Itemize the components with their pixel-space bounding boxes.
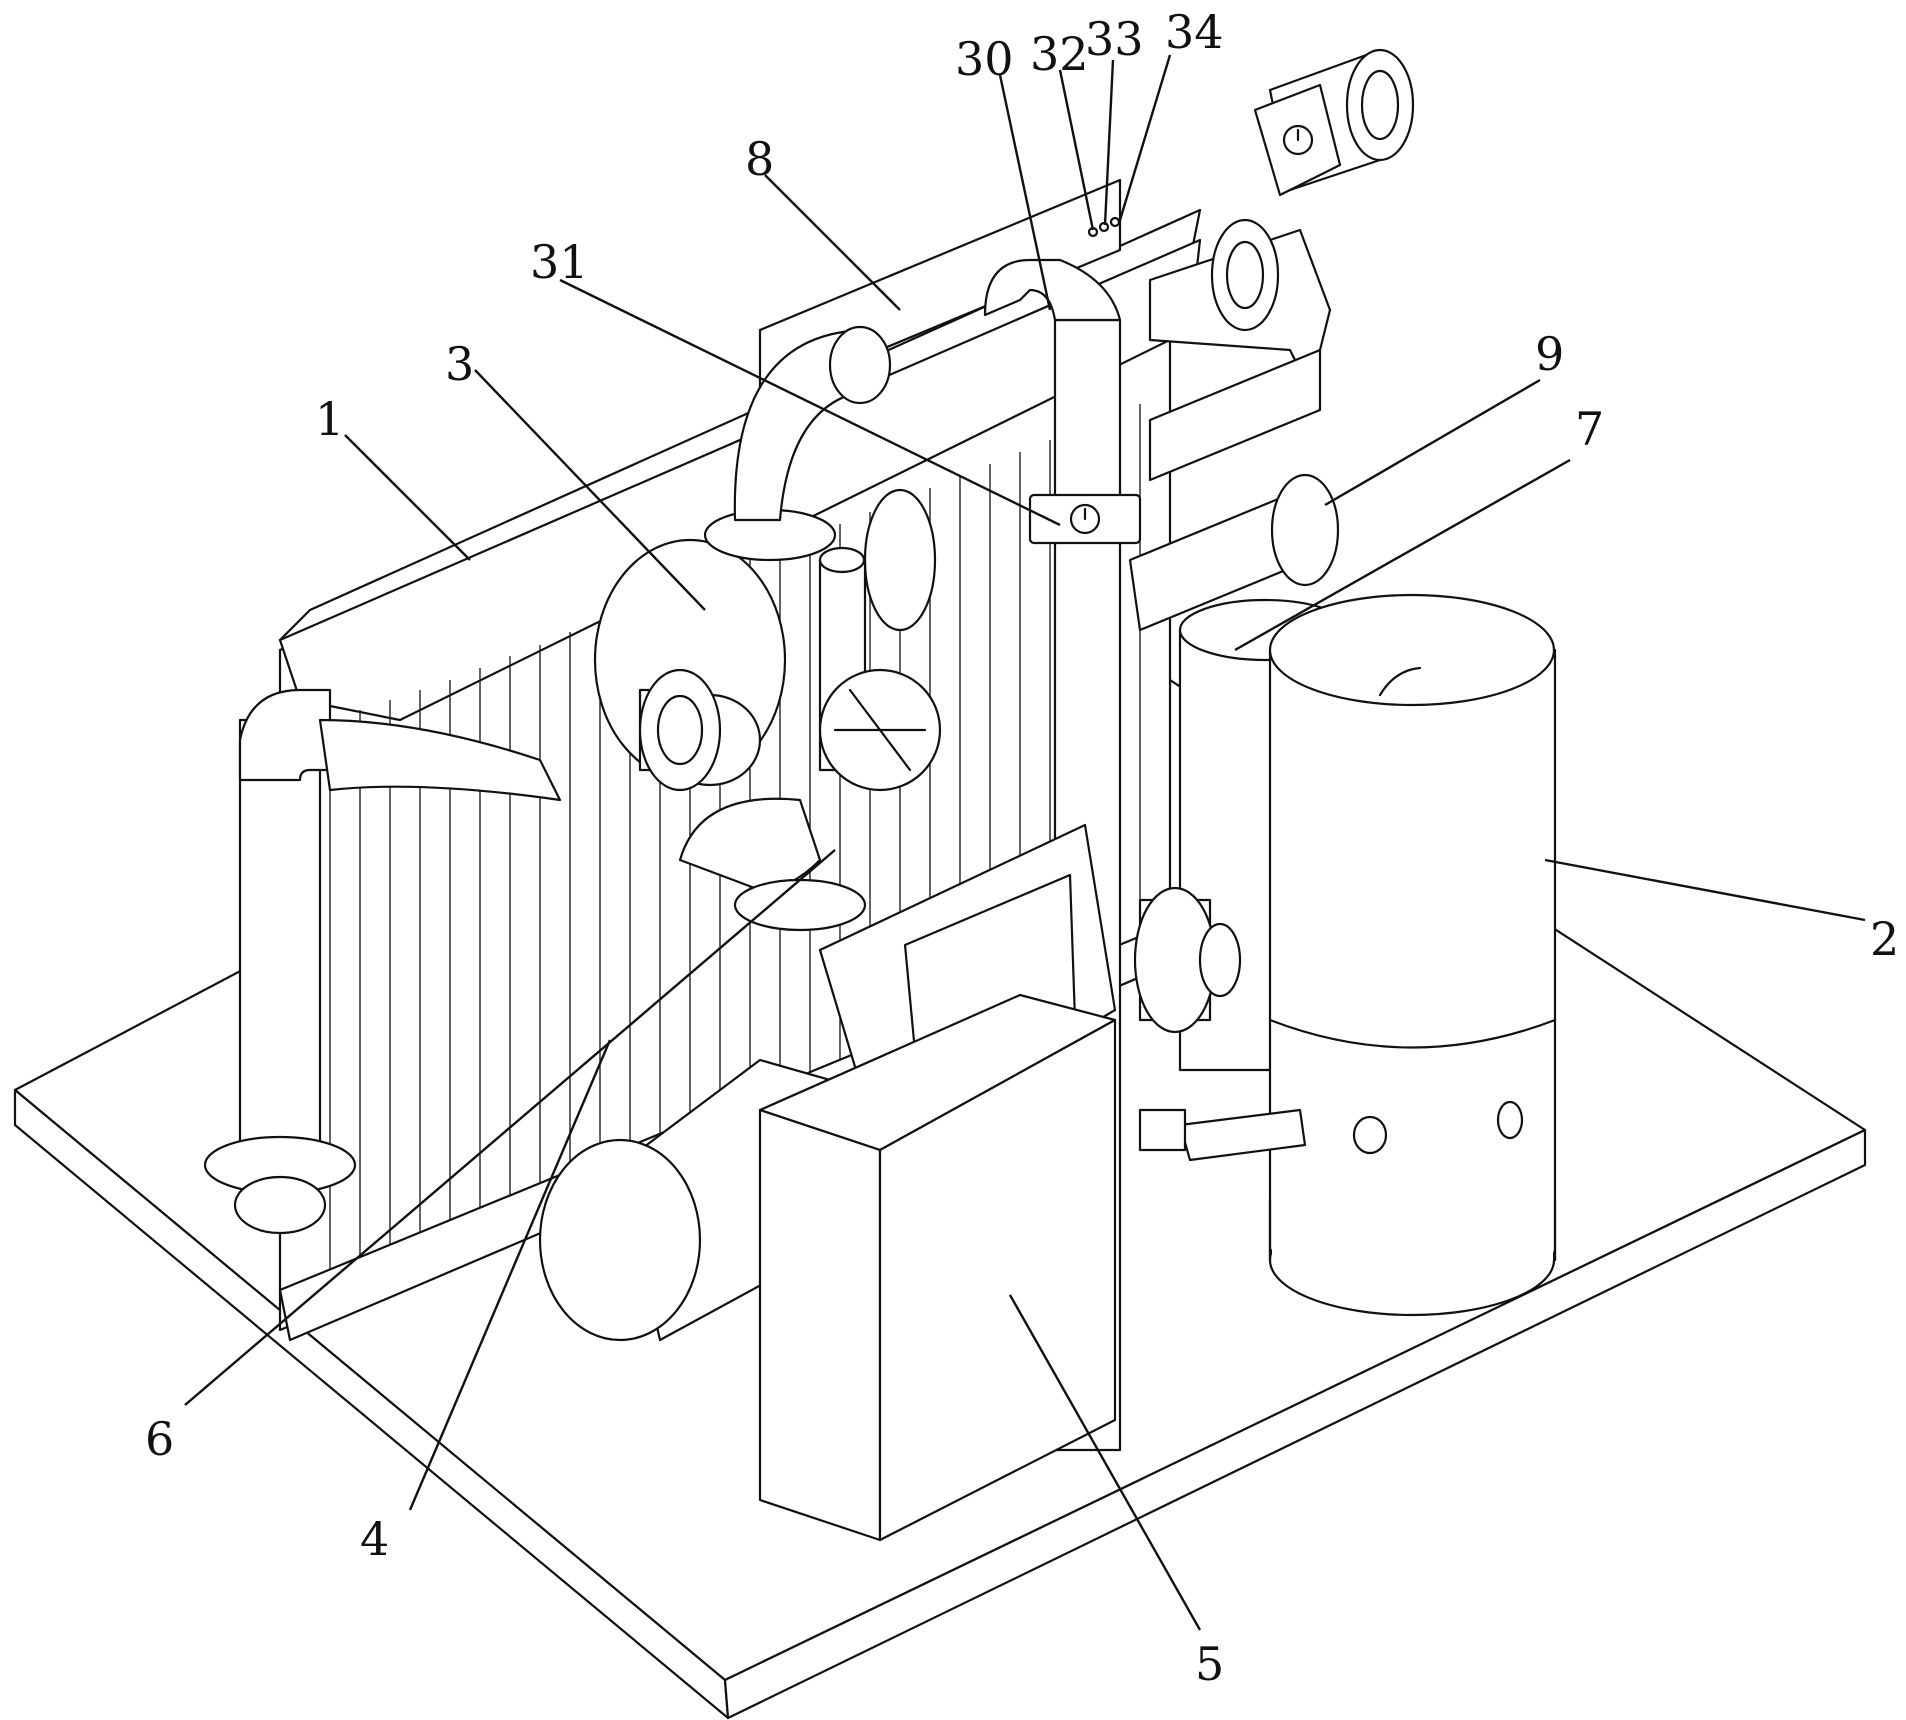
leader-2 bbox=[1545, 860, 1865, 920]
label-8: 8 bbox=[745, 132, 774, 186]
label-34: 34 bbox=[1165, 5, 1224, 59]
leader-8 bbox=[765, 175, 900, 310]
label-31: 31 bbox=[530, 235, 589, 289]
label-32: 32 bbox=[1030, 27, 1089, 81]
label-6: 6 bbox=[145, 1412, 174, 1466]
label-9: 9 bbox=[1535, 327, 1564, 381]
label-30: 30 bbox=[955, 32, 1014, 86]
label-5: 5 bbox=[1195, 1637, 1224, 1691]
label-1: 1 bbox=[315, 392, 344, 446]
label-3: 3 bbox=[445, 337, 474, 391]
label-7: 7 bbox=[1575, 402, 1604, 456]
leader-9 bbox=[1325, 380, 1540, 505]
leader-1 bbox=[345, 435, 470, 560]
label-2: 2 bbox=[1870, 912, 1899, 966]
leader-34 bbox=[1120, 55, 1170, 220]
label-33: 33 bbox=[1085, 12, 1144, 66]
label-4: 4 bbox=[360, 1512, 389, 1566]
